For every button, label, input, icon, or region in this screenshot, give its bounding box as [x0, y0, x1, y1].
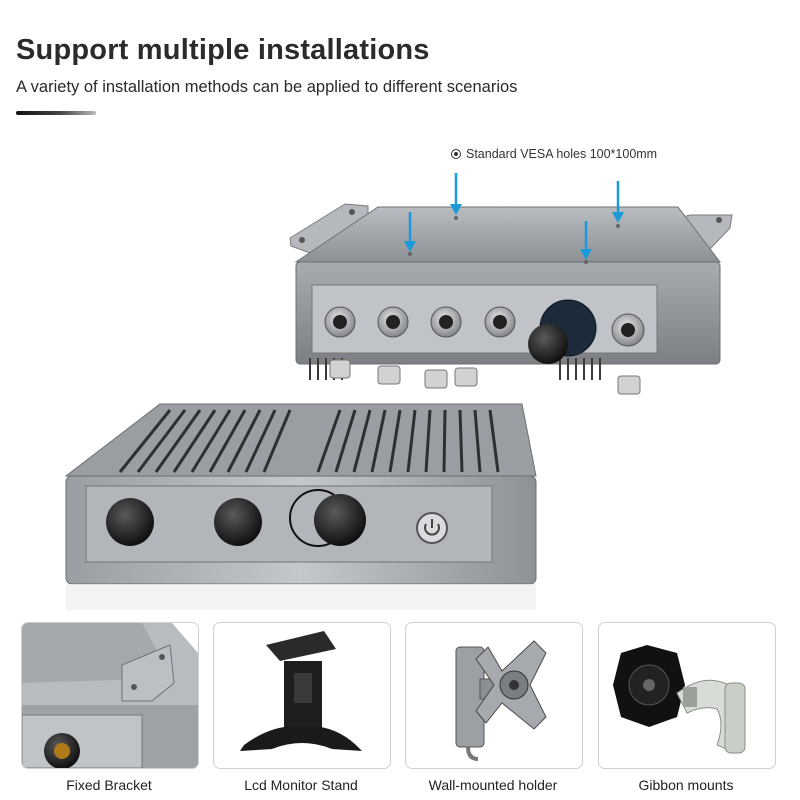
monitor-stand-image: [240, 631, 362, 751]
card-label-fixed-bracket: Fixed Bracket: [66, 777, 152, 793]
page-title: Support multiple installations: [16, 34, 430, 66]
card-label-wall-mount: Wall-mounted holder: [428, 777, 558, 793]
page-subtitle: A variety of installation methods can be…: [16, 78, 518, 96]
upper-unit: [289, 203, 733, 395]
vesa-arrows: [404, 173, 624, 260]
vesa-callout-text: Standard VESA holes 100*100mm: [466, 147, 658, 161]
vesa-callout: Standard VESA holes 100*100mm: [451, 147, 657, 161]
fixed-bracket-image: [22, 623, 198, 768]
card-wall-mount: [405, 622, 583, 769]
card-fixed-bracket: [21, 622, 199, 769]
card-label-gibbon-mount: Gibbon mounts: [638, 777, 734, 793]
card-gibbon-mount: [598, 622, 776, 769]
title-underline: [16, 111, 96, 115]
lower-unit: [64, 403, 537, 610]
target-bullet-icon: [451, 149, 461, 159]
card-monitor-stand: [213, 622, 391, 769]
wall-mount-image: [455, 640, 547, 761]
card-label-monitor-stand: Lcd Monitor Stand: [244, 777, 358, 793]
gibbon-mount-image: [613, 645, 746, 754]
product-hero-image: [64, 173, 733, 610]
